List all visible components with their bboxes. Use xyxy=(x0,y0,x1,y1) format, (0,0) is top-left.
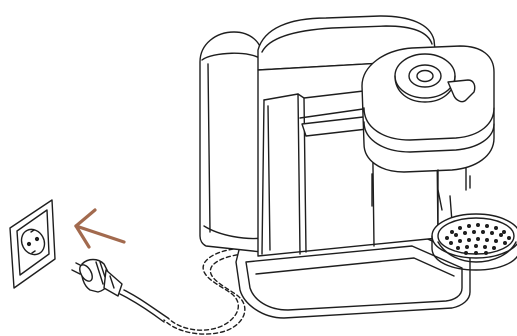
wall-socket-icon xyxy=(10,200,55,288)
power-cable-icon xyxy=(120,248,251,334)
coffee-machine-icon xyxy=(200,16,494,318)
arrow-left-icon xyxy=(76,210,124,247)
power-plug-icon xyxy=(72,260,122,297)
